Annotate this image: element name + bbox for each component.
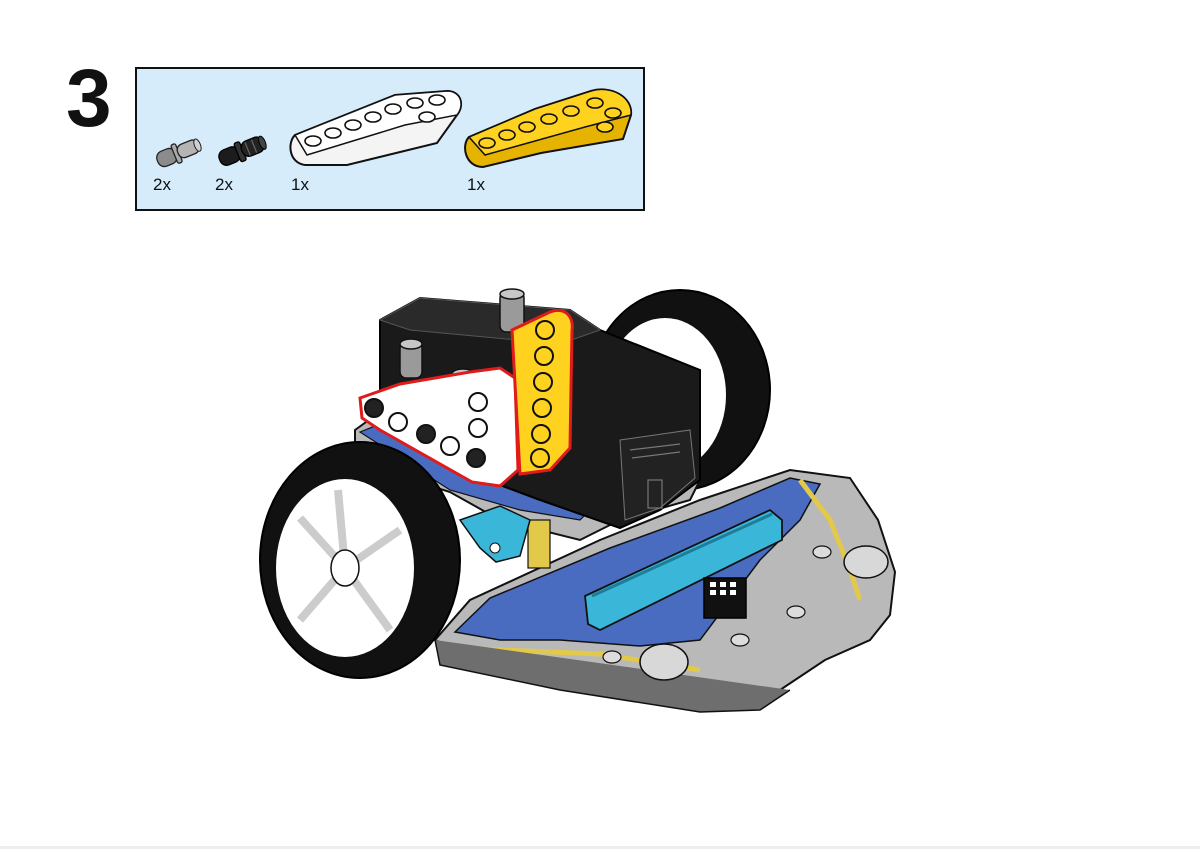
parts-list-box: 2x 2x 1x [135, 67, 645, 211]
microbit-edge-connector-slot [584, 508, 783, 632]
header-connector [703, 577, 747, 619]
page-bottom-rule [0, 846, 1200, 849]
front-left-wheel [259, 441, 461, 679]
part-qty-grey-axle-pin: 2x [153, 175, 171, 194]
installed-yellow-beam [510, 309, 574, 476]
part-qty-black-friction-pin: 2x [215, 175, 233, 194]
installed-white-beam [358, 366, 520, 488]
yellow-angled-beam-icon [464, 88, 633, 169]
part-qty-white-angled-beam: 1x [291, 175, 309, 194]
cyan-bracket [458, 505, 531, 563]
grey-axle-pin-icon [156, 138, 202, 168]
part-qty-yellow-angled-beam: 1x [467, 175, 485, 194]
front-leds [639, 545, 889, 681]
step-number: 3 [66, 53, 112, 144]
black-friction-pin-icon [218, 135, 267, 166]
chassis-screw-holes [602, 545, 832, 664]
white-angled-beam-icon [289, 89, 463, 166]
